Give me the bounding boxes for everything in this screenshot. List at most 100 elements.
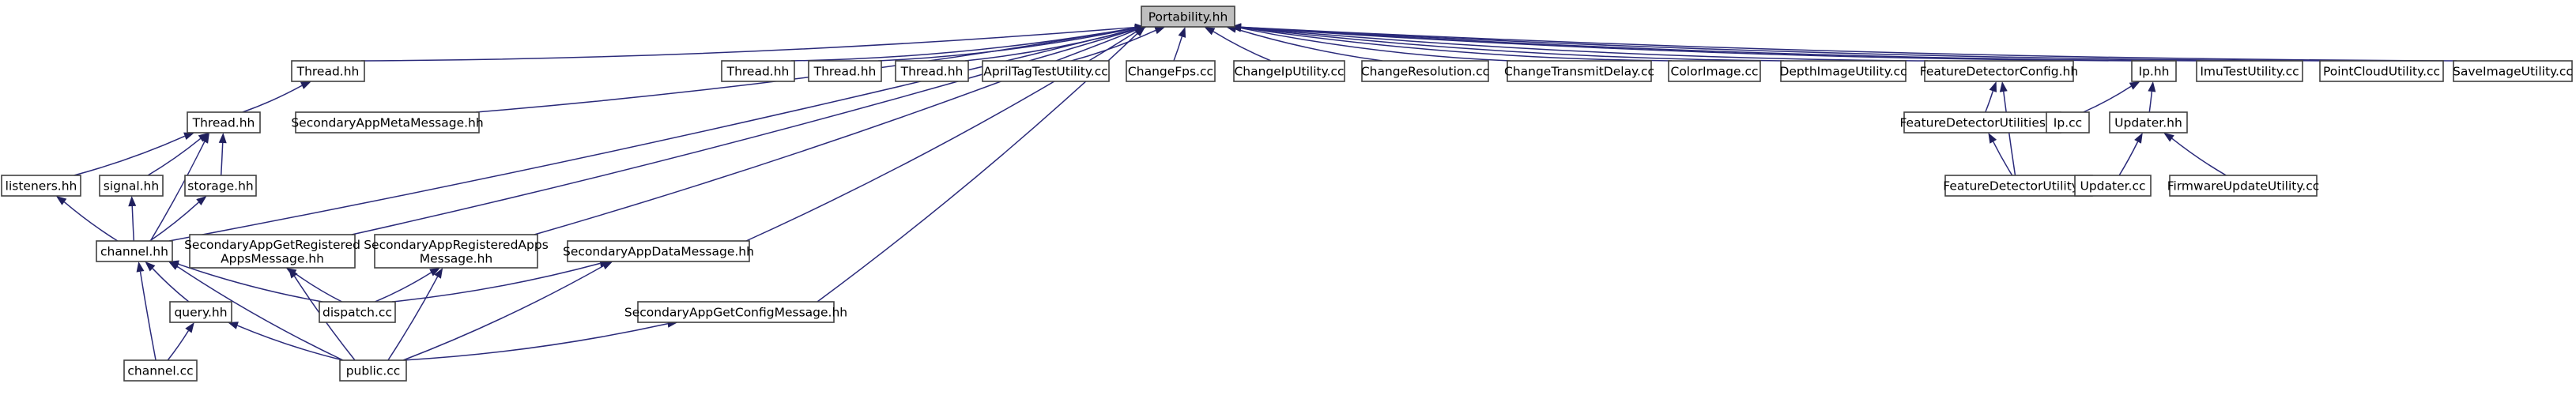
edge-save_image_utility-to-portability (1240, 26, 2457, 62)
node-label-change_ip_utility: ChangeIpUtility.cc (1234, 65, 1344, 79)
node-ip_hh[interactable]: Ip.hh (2131, 60, 2177, 82)
node-label-depth_image_utility: DepthImageUtility.cc (1779, 65, 1907, 79)
node-secondary_app_data[interactable]: SecondaryAppDataMessage.hh (563, 240, 754, 262)
node-box-change_ip_utility (1233, 60, 1345, 82)
node-label-thread_hh_b: Thread.hh (192, 116, 255, 130)
node-imu_test_utility[interactable]: ImuTestUtility.cc (2196, 60, 2303, 82)
node-label-feature_detector_config: FeatureDetectorConfig.hh (1920, 65, 2078, 79)
node-label-thread_hh_e: Thread.hh (900, 65, 964, 79)
node-secondary_app_meta[interactable]: SecondaryAppMetaMessage.hh (291, 111, 484, 134)
edge-change_ip_utility-to-portability (1213, 31, 1272, 62)
node-label-ip_cc: Ip.cc (2054, 116, 2082, 130)
node-label-updater_hh: Updater.hh (2114, 116, 2182, 130)
node-signal_hh[interactable]: signal.hh (99, 175, 164, 197)
edge-thread_hh_d-to-portability (877, 27, 1136, 62)
node-updater_hh[interactable]: Updater.hh (2109, 111, 2188, 134)
node-box-ip_hh (2131, 60, 2177, 82)
edge-channel_hh-to-signal_hh (131, 205, 135, 242)
node-public_cc[interactable]: public.cc (339, 359, 407, 382)
node-point_cloud_utility[interactable]: PointCloudUtility.cc (2319, 60, 2444, 82)
edge-apriltag_test_utility-to-portability (1071, 29, 1156, 62)
node-label-thread_hh_c: Thread.hh (726, 65, 790, 79)
arrow-head-channel_hh-to-signal_hh (128, 196, 137, 207)
edge-feature_detector_config-to-portability (1240, 26, 1929, 62)
arrow-head-firmware_update_utility-to-updater_hh (2163, 133, 2174, 142)
node-label-secondary_app_data: SecondaryAppDataMessage.hh (563, 245, 754, 259)
node-change_resolution[interactable]: ChangeResolution.cc (1361, 60, 1489, 82)
arrow-head-public_cc-to-secondary_app_registered (434, 268, 443, 279)
edge-secondary_app_meta-to-portability (475, 27, 1136, 113)
node-secondary_app_get_config[interactable]: SecondaryAppGetConfigMessage.hh (624, 301, 847, 323)
node-updater_cc[interactable]: Updater.cc (2074, 175, 2152, 197)
node-save_image_utility[interactable]: SaveImageUtility.cc (2453, 60, 2573, 82)
node-box-point_cloud_utility (2319, 60, 2444, 82)
arrow-head-feature_detector_utilities-to-feature_detector_config (1989, 81, 1997, 92)
node-storage_hh[interactable]: storage.hh (184, 175, 257, 197)
node-channel_cc[interactable]: channel.cc (123, 359, 198, 382)
node-label-save_image_utility: SaveImageUtility.cc (2453, 65, 2573, 79)
node-query_hh[interactable]: query.hh (169, 301, 232, 323)
arrow-head-channel_hh-to-thread_hh_b (201, 133, 209, 144)
node-label-public_cc: public.cc (346, 364, 401, 378)
node-change_ip_utility[interactable]: ChangeIpUtility.cc (1233, 60, 1345, 82)
edge-dispatch_cc-to-channel_hh (178, 263, 323, 303)
arrow-head-updater_cc-to-updater_hh (2134, 133, 2143, 144)
node-label-updater_cc: Updater.cc (2080, 179, 2145, 194)
edge-channel_cc-to-channel_hh (139, 271, 157, 361)
node-portability[interactable]: Portability.hh (1141, 6, 1235, 28)
node-change_transmit_delay[interactable]: ChangeTransmitDelay.cc (1504, 60, 1654, 82)
arrow-head-thread_hh_b-to-thread_hh_a (300, 81, 311, 89)
node-box-signal_hh (99, 175, 164, 197)
arrow-head-change_ip_utility-to-portability (1204, 27, 1216, 36)
node-label-secondary_app_meta: SecondaryAppMetaMessage.hh (291, 116, 483, 130)
node-feature_detector_utilities[interactable]: FeatureDetectorUtilities.hh (1899, 111, 2065, 134)
node-thread_hh_e[interactable]: Thread.hh (895, 60, 969, 82)
node-firmware_update_utility[interactable]: FirmwareUpdateUtility.cc (2167, 175, 2320, 197)
node-apriltag_test_utility[interactable]: AprilTagTestUtility.cc (982, 60, 1110, 82)
node-listeners_hh[interactable]: listeners.hh (1, 175, 81, 197)
edge-change_fps-to-portability (1173, 36, 1183, 62)
node-dispatch_cc[interactable]: dispatch.cc (319, 301, 396, 323)
node-box-secondary_app_get_registered (189, 234, 356, 269)
node-label-signal_hh: signal.hh (104, 179, 159, 194)
node-depth_image_utility[interactable]: DepthImageUtility.cc (1779, 60, 1907, 82)
node-box-public_cc (339, 359, 407, 382)
node-thread_hh_c[interactable]: Thread.hh (721, 60, 795, 82)
edge-channel_hh-to-listeners_hh (63, 201, 119, 242)
node-feature_detector_utility[interactable]: FeatureDetectorUtility.cc (1943, 175, 2095, 197)
node-box-updater_hh (2109, 111, 2188, 134)
node-color_image[interactable]: ColorImage.cc (1668, 60, 1761, 82)
node-label-change_fps: ChangeFps.cc (1128, 65, 1213, 79)
node-ip_cc[interactable]: Ip.cc (2046, 111, 2090, 134)
edge-ip_cc-to-ip_hh (2083, 85, 2132, 113)
node-feature_detector_config[interactable]: FeatureDetectorConfig.hh (1920, 60, 2078, 82)
edge-channel_hh-to-storage_hh (149, 201, 199, 242)
arrow-head-channel_hh-to-listeners_hh (55, 196, 67, 205)
node-label-storage_hh: storage.hh (187, 179, 253, 194)
arrow-head-public_cc-to-secondary_app_data (602, 261, 613, 270)
node-box-save_image_utility (2453, 60, 2573, 82)
node-channel_hh[interactable]: channel.hh (96, 240, 173, 262)
node-thread_hh_a[interactable]: Thread.hh (291, 60, 365, 82)
edge-public_cc-to-secondary_app_get_config (402, 323, 668, 361)
edge-public_cc-to-query_hh (237, 325, 344, 361)
edge-firmware_update_utility-to-updater_hh (2171, 137, 2227, 176)
node-box-channel_hh (96, 240, 173, 262)
node-label-query_hh: query.hh (174, 306, 227, 320)
node-thread_hh_b[interactable]: Thread.hh (187, 111, 261, 134)
node-thread_hh_d[interactable]: Thread.hh (808, 60, 882, 82)
node-box-channel_cc (123, 359, 198, 382)
node-label-feature_detector_utility: FeatureDetectorUtility.cc (1943, 179, 2094, 194)
arrow-head-feature_detector_utility-to-feature_detector_config (1999, 81, 2008, 92)
node-box-feature_detector_config (1924, 60, 2074, 82)
arrow-head-query_hh-to-channel_hh (145, 261, 156, 272)
node-box-thread_hh_e (895, 60, 969, 82)
edge-point_cloud_utility-to-portability (1240, 26, 2324, 62)
node-change_fps[interactable]: ChangeFps.cc (1126, 60, 1216, 82)
